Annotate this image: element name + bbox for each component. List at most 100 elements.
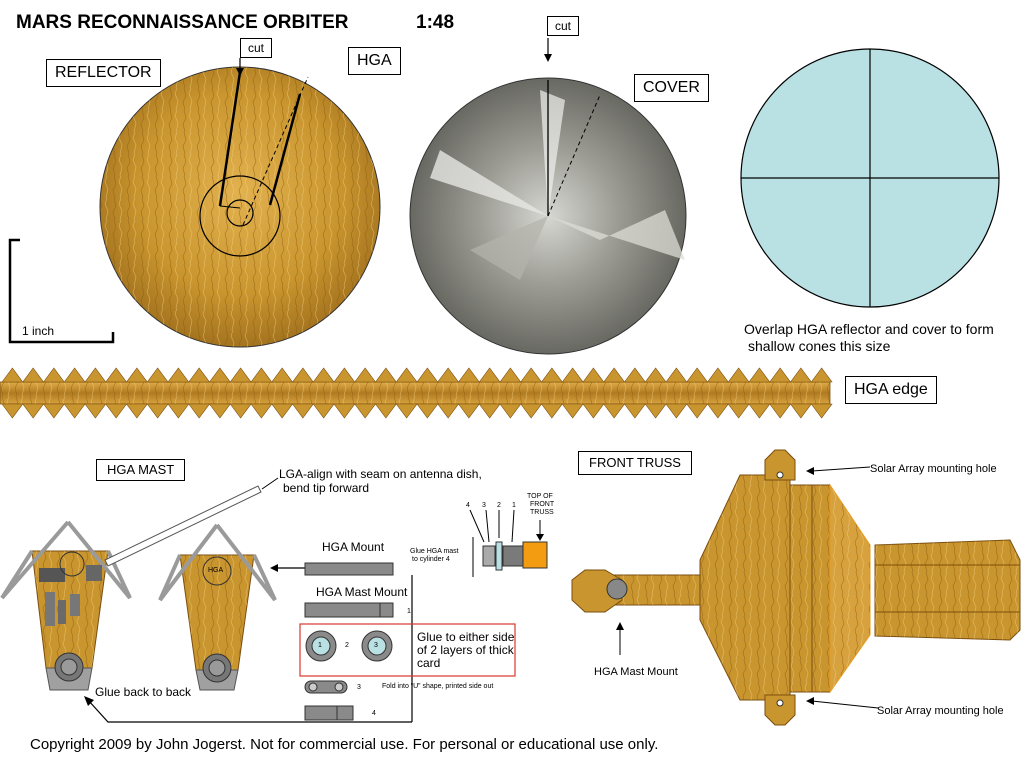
edge-tooth-top	[125, 367, 148, 383]
fold-note: Fold into “U” shape, printed side out	[382, 683, 494, 690]
edge-tooth-bottom	[22, 403, 45, 419]
edge-tooth-top	[561, 367, 584, 383]
edge-tooth-bottom	[810, 403, 833, 419]
assembly-number-2: 2	[497, 502, 501, 509]
cone-size-circle	[740, 48, 1000, 308]
assembly-number-4: 4	[466, 502, 470, 509]
hga-mast-front	[0, 520, 132, 691]
reflector-disk	[99, 66, 381, 348]
edge-tooth-bottom	[416, 403, 439, 419]
edge-tooth-bottom	[665, 403, 688, 419]
edge-tooth-top	[582, 367, 605, 383]
edge-tooth-top	[748, 367, 771, 383]
edge-tooth-top	[395, 367, 418, 383]
edge-tooth-top	[499, 367, 522, 383]
cover-label: COVER	[634, 74, 709, 102]
edge-tooth-top	[42, 367, 65, 383]
edge-tooth-top	[333, 367, 356, 383]
edge-tooth-bottom	[540, 403, 563, 419]
edge-tooth-top	[354, 367, 377, 383]
edge-tooth-bottom	[623, 403, 646, 419]
hga-inset-label: HGA	[208, 567, 224, 574]
assembly-number-3: 3	[482, 502, 486, 509]
edge-tooth-top	[644, 367, 667, 383]
edge-tooth-bottom	[789, 403, 812, 419]
edge-tooth-top	[665, 367, 688, 383]
hga-mast-mount-part	[304, 602, 394, 618]
edge-tooth-bottom	[188, 403, 211, 419]
assembly-number-1: 1	[512, 502, 516, 509]
edge-tooth-top	[603, 367, 626, 383]
edge-tooth-bottom	[63, 403, 86, 419]
edge-tooth-top	[167, 367, 190, 383]
glue-card-box	[299, 623, 516, 677]
edge-tooth-top	[374, 367, 397, 383]
lga-note-line-2: bend tip forward	[283, 481, 370, 495]
edge-tooth-bottom	[644, 403, 667, 419]
overlap-note-line-2: shallow cones this size	[748, 338, 891, 354]
disk-number-3: 3	[374, 642, 378, 649]
glue-back-label: Glue back to back	[95, 685, 192, 699]
edge-tooth-bottom	[374, 403, 397, 419]
edge-tooth-top	[146, 367, 169, 383]
edge-tooth-top	[769, 367, 792, 383]
top-truss-line-2: FRONT	[530, 501, 555, 508]
edge-tooth-bottom	[582, 403, 605, 419]
edge-tooth-top	[208, 367, 231, 383]
edge-tooth-bottom	[250, 403, 273, 419]
edge-tooth-bottom	[146, 403, 169, 419]
glue-mast-line-2: to cylinder 4	[412, 556, 450, 563]
edge-tooth-top	[520, 367, 543, 383]
edge-tooth-bottom	[312, 403, 335, 419]
edge-tooth-bottom	[105, 403, 128, 419]
glue-mast-line-1: Glue HGA mast	[410, 548, 459, 555]
front-truss	[571, 449, 1021, 726]
edge-tooth-bottom	[354, 403, 377, 419]
edge-tooth-bottom	[603, 403, 626, 419]
edge-tooth-top	[457, 367, 480, 383]
edge-tooth-bottom	[727, 403, 750, 419]
disk-number-1: 1	[318, 642, 322, 649]
edge-tooth-top	[1, 367, 24, 383]
edge-tooth-bottom	[395, 403, 418, 419]
edge-tooth-bottom	[125, 403, 148, 419]
edge-tooth-bottom	[520, 403, 543, 419]
hga-edge-strip	[0, 367, 833, 419]
edge-tooth-top	[188, 367, 211, 383]
part-number-1: 1	[407, 608, 411, 615]
glue-either-line-3: card	[417, 656, 441, 670]
edge-tooth-bottom	[84, 403, 107, 419]
edge-tooth-top	[291, 367, 314, 383]
edge-tooth-top	[105, 367, 128, 383]
top-truss-line-1: TOP OF	[527, 493, 553, 500]
edge-tooth-top	[271, 367, 294, 383]
edge-tooth-top	[623, 367, 646, 383]
edge-tooth-bottom	[271, 403, 294, 419]
edge-tooth-top	[437, 367, 460, 383]
edge-tooth-bottom	[457, 403, 480, 419]
mast-assembly-diagram	[469, 509, 548, 577]
solar-hole-bottom-label: Solar Array mounting hole	[877, 705, 1004, 717]
glue-either-line-2: of 2 layers of thick	[417, 643, 514, 657]
part-number-2: 2	[345, 642, 349, 649]
edge-tooth-top	[250, 367, 273, 383]
lga-note-line-1: LGA-align with seam on antenna dish,	[279, 467, 482, 481]
cut-label-reflector: cut	[240, 38, 273, 58]
edge-tooth-top	[789, 367, 812, 383]
inch-scale-bar	[8, 238, 115, 344]
part-number-3: 3	[357, 684, 361, 691]
edge-tooth-bottom	[437, 403, 460, 419]
copyright-notice: Copyright 2009 by John Jogerst. Not for …	[30, 736, 659, 753]
edge-tooth-bottom	[686, 403, 709, 419]
edge-tooth-top	[63, 367, 86, 383]
edge-tooth-top	[810, 367, 833, 383]
hga-mast-mount-label: HGA Mast Mount	[316, 585, 408, 599]
edge-tooth-top	[312, 367, 335, 383]
edge-tooth-top	[84, 367, 107, 383]
edge-tooth-top	[22, 367, 45, 383]
edge-tooth-top	[478, 367, 501, 383]
edge-tooth-top	[540, 367, 563, 383]
edge-tooth-bottom	[291, 403, 314, 419]
overlap-note-line-1: Overlap HGA reflector and cover to form	[744, 321, 994, 337]
